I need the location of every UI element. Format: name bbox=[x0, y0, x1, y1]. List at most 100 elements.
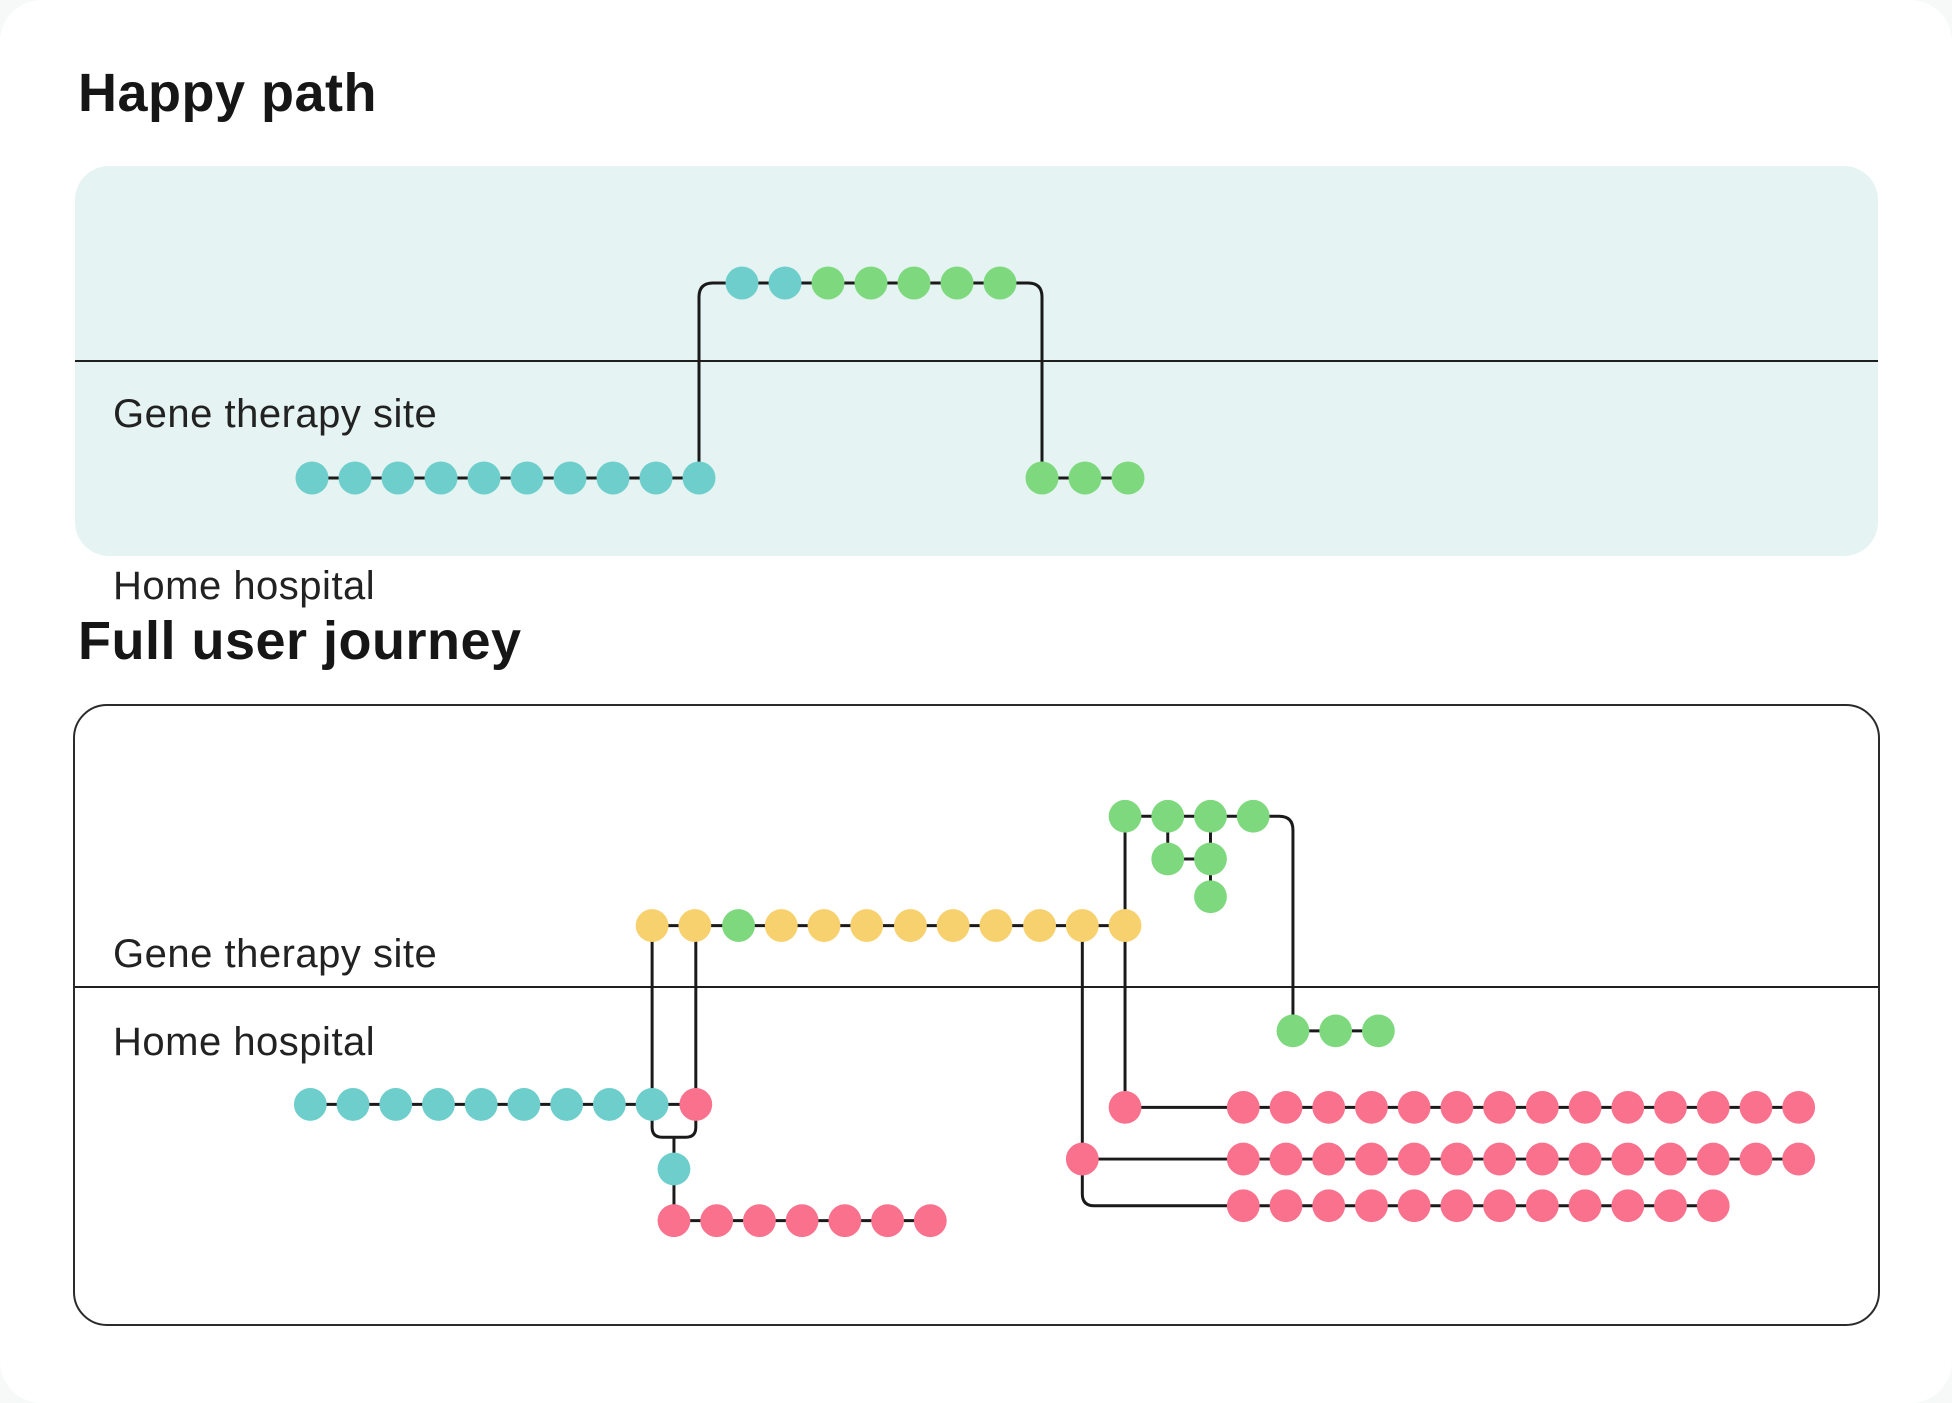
journey-dot-pink bbox=[1269, 1091, 1303, 1124]
journey-dot-pink bbox=[1440, 1091, 1474, 1124]
journey-dot-pink bbox=[1739, 1142, 1773, 1176]
journey-dot-yellow bbox=[635, 909, 669, 942]
journey-dot-pink bbox=[1654, 1142, 1687, 1176]
journey-dot-green bbox=[1276, 1014, 1310, 1048]
journey-dot-pink bbox=[1611, 1091, 1645, 1124]
journey-dot-yellow bbox=[1108, 909, 1142, 942]
journey-dot-yellow bbox=[936, 909, 970, 942]
journey-dot-teal bbox=[381, 461, 415, 495]
journey-dot-teal bbox=[424, 461, 458, 495]
journey-dot-pink bbox=[1696, 1091, 1730, 1124]
happy-lane-label-gene-therapy-site: Gene therapy site bbox=[113, 392, 438, 436]
journey-dot-pink bbox=[1269, 1189, 1303, 1223]
journey-dot-teal bbox=[422, 1088, 455, 1121]
journey-connector bbox=[1253, 814, 1295, 1031]
journey-dot-green bbox=[1194, 842, 1227, 876]
journey-dot-pink bbox=[1312, 1189, 1346, 1223]
journey-dot-green bbox=[1194, 880, 1227, 914]
journey-dot-green bbox=[983, 266, 1017, 300]
journey-dot-green bbox=[897, 266, 931, 300]
journey-dot-green bbox=[1111, 461, 1145, 495]
journey-dot-pink bbox=[1108, 1091, 1142, 1124]
journey-dot-pink bbox=[913, 1204, 947, 1238]
journey-dot-yellow bbox=[1023, 909, 1056, 942]
journey-dot-pink bbox=[785, 1204, 819, 1238]
happy-lane-label-home-hospital: Home hospital bbox=[113, 564, 376, 608]
journey-dot-teal bbox=[682, 461, 716, 495]
journey-dot-green bbox=[940, 266, 974, 300]
journey-dot-pink bbox=[657, 1204, 691, 1238]
journey-dot-pink bbox=[1355, 1091, 1388, 1124]
journey-connector bbox=[312, 281, 1128, 480]
happy-lane-divider bbox=[75, 360, 1878, 362]
journey-dot-pink bbox=[1269, 1142, 1303, 1176]
journey-dot-green bbox=[722, 909, 755, 942]
journey-dot-pink bbox=[1568, 1091, 1602, 1124]
journey-dot-pink bbox=[1397, 1142, 1431, 1176]
journey-dot-yellow bbox=[678, 909, 712, 942]
journey-dot-pink bbox=[1525, 1189, 1559, 1223]
journey-dot-yellow bbox=[1065, 909, 1099, 942]
happy-path-title: Happy path bbox=[78, 63, 378, 123]
journey-dot-teal bbox=[635, 1088, 669, 1121]
journey-dot-green bbox=[1362, 1014, 1395, 1048]
journey-dot-pink bbox=[1611, 1189, 1645, 1223]
happy-path-journey-diagram bbox=[295, 266, 1145, 495]
journey-dot-yellow bbox=[764, 909, 798, 942]
journey-dot-teal bbox=[510, 461, 544, 495]
journey-dot-yellow bbox=[807, 909, 841, 942]
journey-dot-green bbox=[811, 266, 845, 300]
journey-dot-pink bbox=[1568, 1189, 1602, 1223]
journey-dot-pink bbox=[1440, 1142, 1474, 1176]
journey-dot-yellow bbox=[850, 909, 884, 942]
full-user-journey-title: Full user journey bbox=[78, 611, 522, 671]
journey-dot-pink bbox=[1696, 1142, 1730, 1176]
journey-connector bbox=[650, 1104, 698, 1139]
journey-dot-teal bbox=[553, 461, 587, 495]
journey-dot-pink bbox=[1065, 1142, 1099, 1176]
journey-dot-green bbox=[1108, 799, 1142, 833]
full-lane-divider bbox=[75, 986, 1878, 988]
journey-dot-pink bbox=[1696, 1189, 1730, 1223]
journey-dot-pink bbox=[1355, 1189, 1388, 1223]
journey-dot-green bbox=[1151, 842, 1185, 876]
journey-dot-green bbox=[1151, 799, 1185, 833]
journey-dot-teal bbox=[550, 1088, 584, 1121]
journey-dot-pink bbox=[871, 1204, 904, 1238]
journey-dot-green bbox=[1194, 799, 1227, 833]
journey-dot-pink bbox=[1568, 1142, 1602, 1176]
journey-dot-teal bbox=[507, 1088, 541, 1121]
journey-dot-pink bbox=[1226, 1091, 1260, 1124]
journey-dot-pink bbox=[1483, 1189, 1517, 1223]
journey-dot-pink bbox=[1483, 1091, 1517, 1124]
journey-dot-green bbox=[1068, 461, 1102, 495]
journey-dot-green bbox=[1236, 799, 1270, 833]
journey-connector bbox=[1080, 1159, 1714, 1208]
journey-dot-green bbox=[1025, 461, 1059, 495]
journey-dot-pink bbox=[828, 1204, 862, 1238]
journey-dot-pink bbox=[1654, 1189, 1687, 1223]
journey-dot-teal bbox=[725, 266, 759, 300]
journey-dot-green bbox=[1319, 1014, 1353, 1048]
journey-dot-teal bbox=[592, 1088, 626, 1121]
journey-dot-pink bbox=[700, 1204, 734, 1238]
journey-dot-pink bbox=[1312, 1142, 1346, 1176]
journey-dot-teal bbox=[295, 461, 329, 495]
happy-path-panel: Gene therapy site Home hospital bbox=[75, 166, 1878, 608]
journey-dot-green bbox=[854, 266, 888, 300]
journey-dot-pink bbox=[1525, 1091, 1559, 1124]
journey-dot-teal bbox=[596, 461, 630, 495]
journey-dot-teal bbox=[464, 1088, 498, 1121]
journey-dot-teal bbox=[293, 1088, 327, 1121]
journey-dot-yellow bbox=[894, 909, 927, 942]
journey-dot-pink bbox=[1739, 1091, 1773, 1124]
full-user-journey-panel: Gene therapy site Home hospital bbox=[73, 704, 1880, 1326]
journey-dot-pink bbox=[743, 1204, 776, 1238]
journey-dot-pink bbox=[1611, 1142, 1645, 1176]
journey-dot-pink bbox=[1483, 1142, 1517, 1176]
journey-dot-pink bbox=[1226, 1189, 1260, 1223]
journey-dot-teal bbox=[768, 266, 802, 300]
journey-dot-teal bbox=[379, 1088, 413, 1121]
journey-dot-teal bbox=[639, 461, 673, 495]
